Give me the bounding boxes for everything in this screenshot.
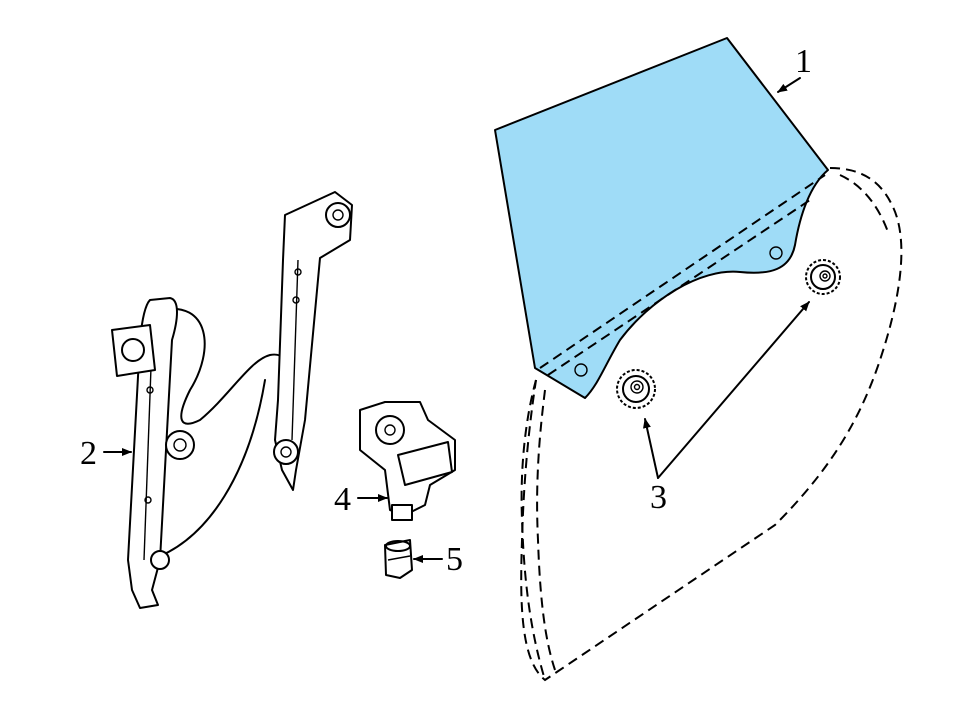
callout-1: 1 xyxy=(777,43,812,93)
callout-label-3: 3 xyxy=(650,479,667,516)
door-glass xyxy=(494,37,829,399)
window-regulator xyxy=(111,191,353,609)
door-outline xyxy=(520,167,903,682)
callout-label-2: 2 xyxy=(80,435,97,472)
callout-label-4: 4 xyxy=(334,481,351,518)
callout-4: 4 xyxy=(334,481,388,518)
callout-label-1: 1 xyxy=(795,43,812,80)
callout-2: 2 xyxy=(80,435,132,472)
callout-3: 3 xyxy=(643,301,810,516)
callout-5: 5 xyxy=(413,541,463,578)
gear-upper xyxy=(805,259,841,295)
callout-label-5: 5 xyxy=(446,541,463,578)
motor-bushing xyxy=(384,539,413,579)
run-channel-gears xyxy=(616,259,841,409)
window-motor xyxy=(359,401,456,521)
gear-lower xyxy=(616,369,656,409)
